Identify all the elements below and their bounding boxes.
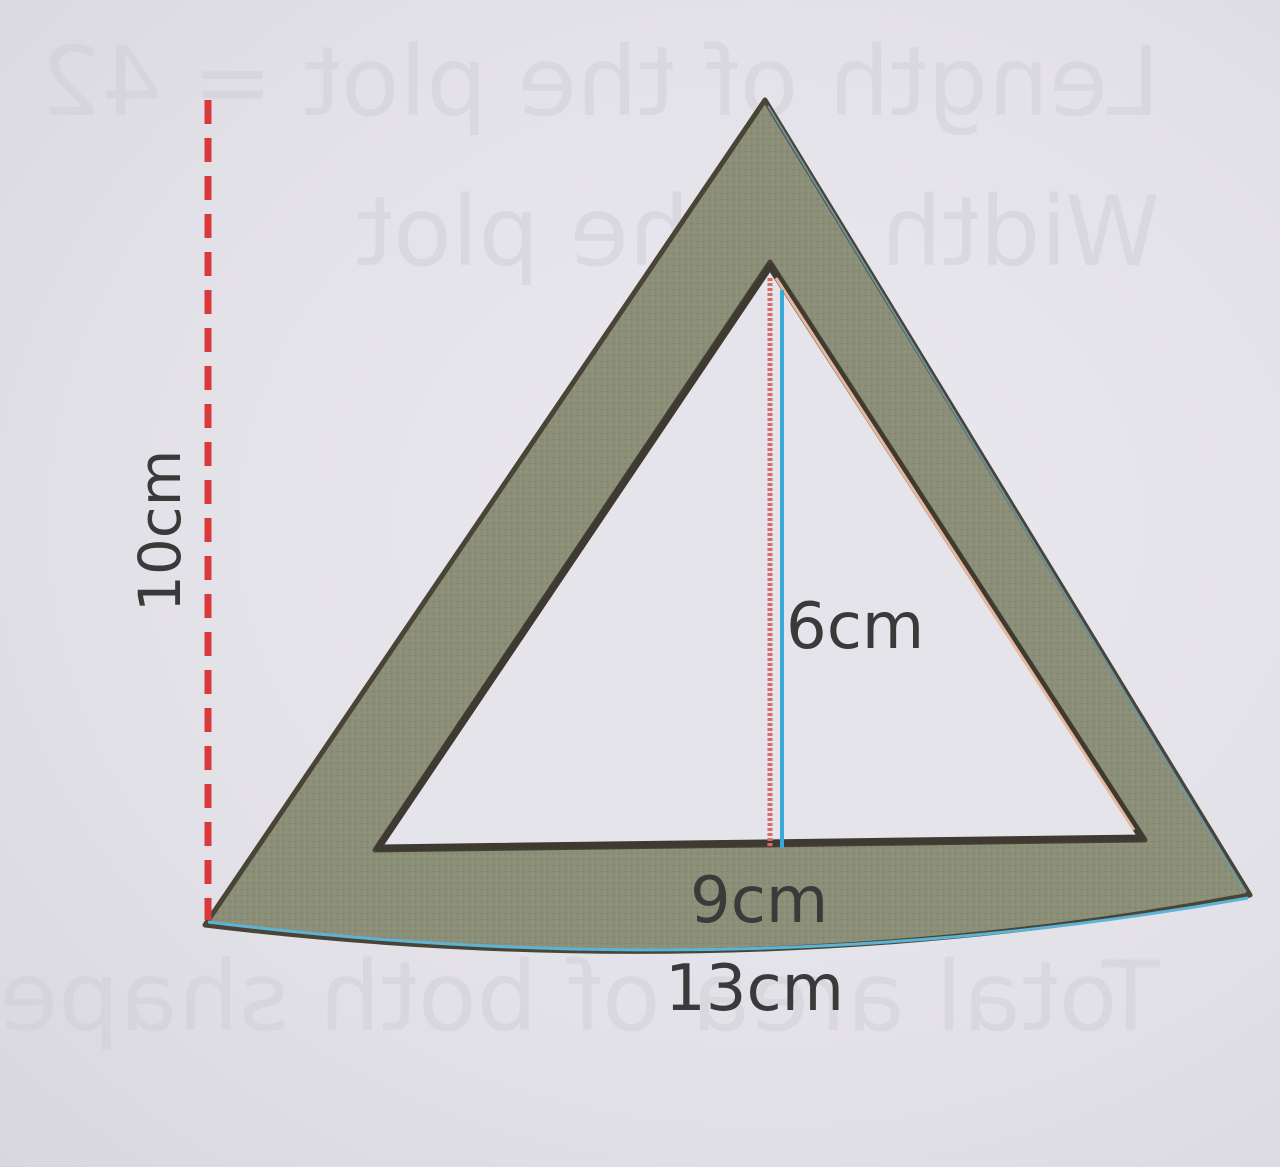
inner-height-label: 6cm xyxy=(786,590,924,664)
outer-base-label: 13cm xyxy=(665,952,844,1026)
svg-text:Total area of both shapes: Total area of both shapes xyxy=(0,941,1161,1053)
inner-triangle xyxy=(374,262,1146,852)
inner-right-edge-highlight xyxy=(774,277,1136,831)
outer-right-edge-highlight xyxy=(767,105,1247,893)
height-label: 10cm xyxy=(126,450,194,612)
outer-base-highlight xyxy=(207,896,1249,952)
svg-text:Length of the plot = 42: Length of the plot = 42 xyxy=(40,26,1160,138)
inner-base-label: 9cm xyxy=(690,864,828,938)
